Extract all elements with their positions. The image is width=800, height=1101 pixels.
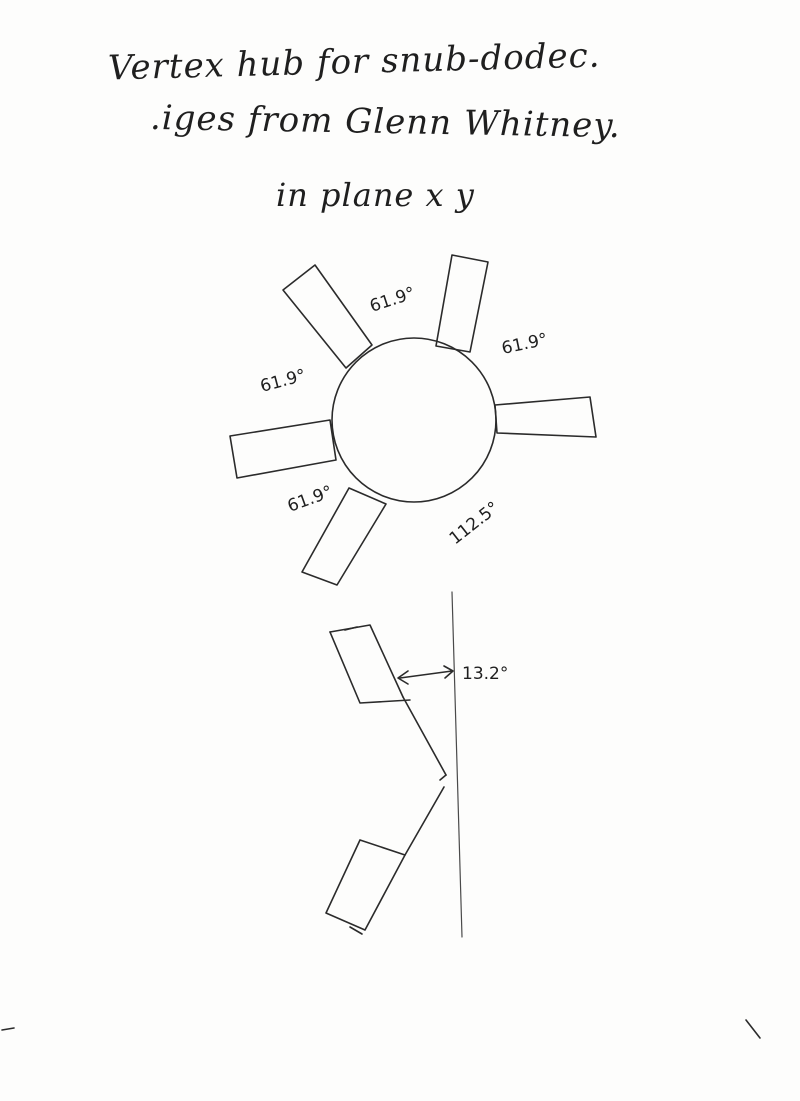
arm-upper-right — [435, 254, 489, 353]
dimension-arrow-head-left — [397, 670, 409, 685]
angle-label-upper-right: 61.9° — [500, 330, 550, 359]
lower-block-tick — [349, 926, 363, 935]
bend-corner — [439, 774, 447, 781]
arm-upper-left — [282, 264, 373, 369]
hub-circle — [331, 337, 497, 503]
margin-mark-left — [1, 1027, 15, 1031]
dimension-arrow-line — [399, 670, 453, 679]
side-view: 13.2° — [325, 591, 508, 938]
hub-top-view: 61.9° 61.9° 61.9° 61.9° 112.5° — [229, 254, 597, 586]
upper-block-outline — [329, 624, 404, 698]
note-title-line-3: in plane x y — [276, 176, 475, 214]
arm-left — [229, 419, 337, 479]
margin-mark-right — [745, 1019, 761, 1039]
upper-block-tick — [344, 626, 358, 631]
upper-bend-edge — [402, 696, 447, 776]
angle-label-lower-left: 61.9° — [285, 482, 335, 517]
upper-block-lower-edge — [329, 631, 411, 704]
arm-lower-left — [301, 487, 387, 586]
lower-bend-edge — [404, 786, 445, 856]
tilt-angle-label: 13.2° — [462, 664, 508, 684]
lower-block-outline — [325, 839, 406, 931]
dimension-arrow-head-right — [443, 665, 454, 679]
angle-label-top: 61.9° — [367, 283, 417, 316]
angle-label-upper-left: 61.9° — [258, 366, 308, 397]
vertical-reference-line — [451, 591, 463, 938]
angle-label-lower-right: 112.5° — [446, 498, 503, 549]
arm-right — [494, 396, 597, 438]
